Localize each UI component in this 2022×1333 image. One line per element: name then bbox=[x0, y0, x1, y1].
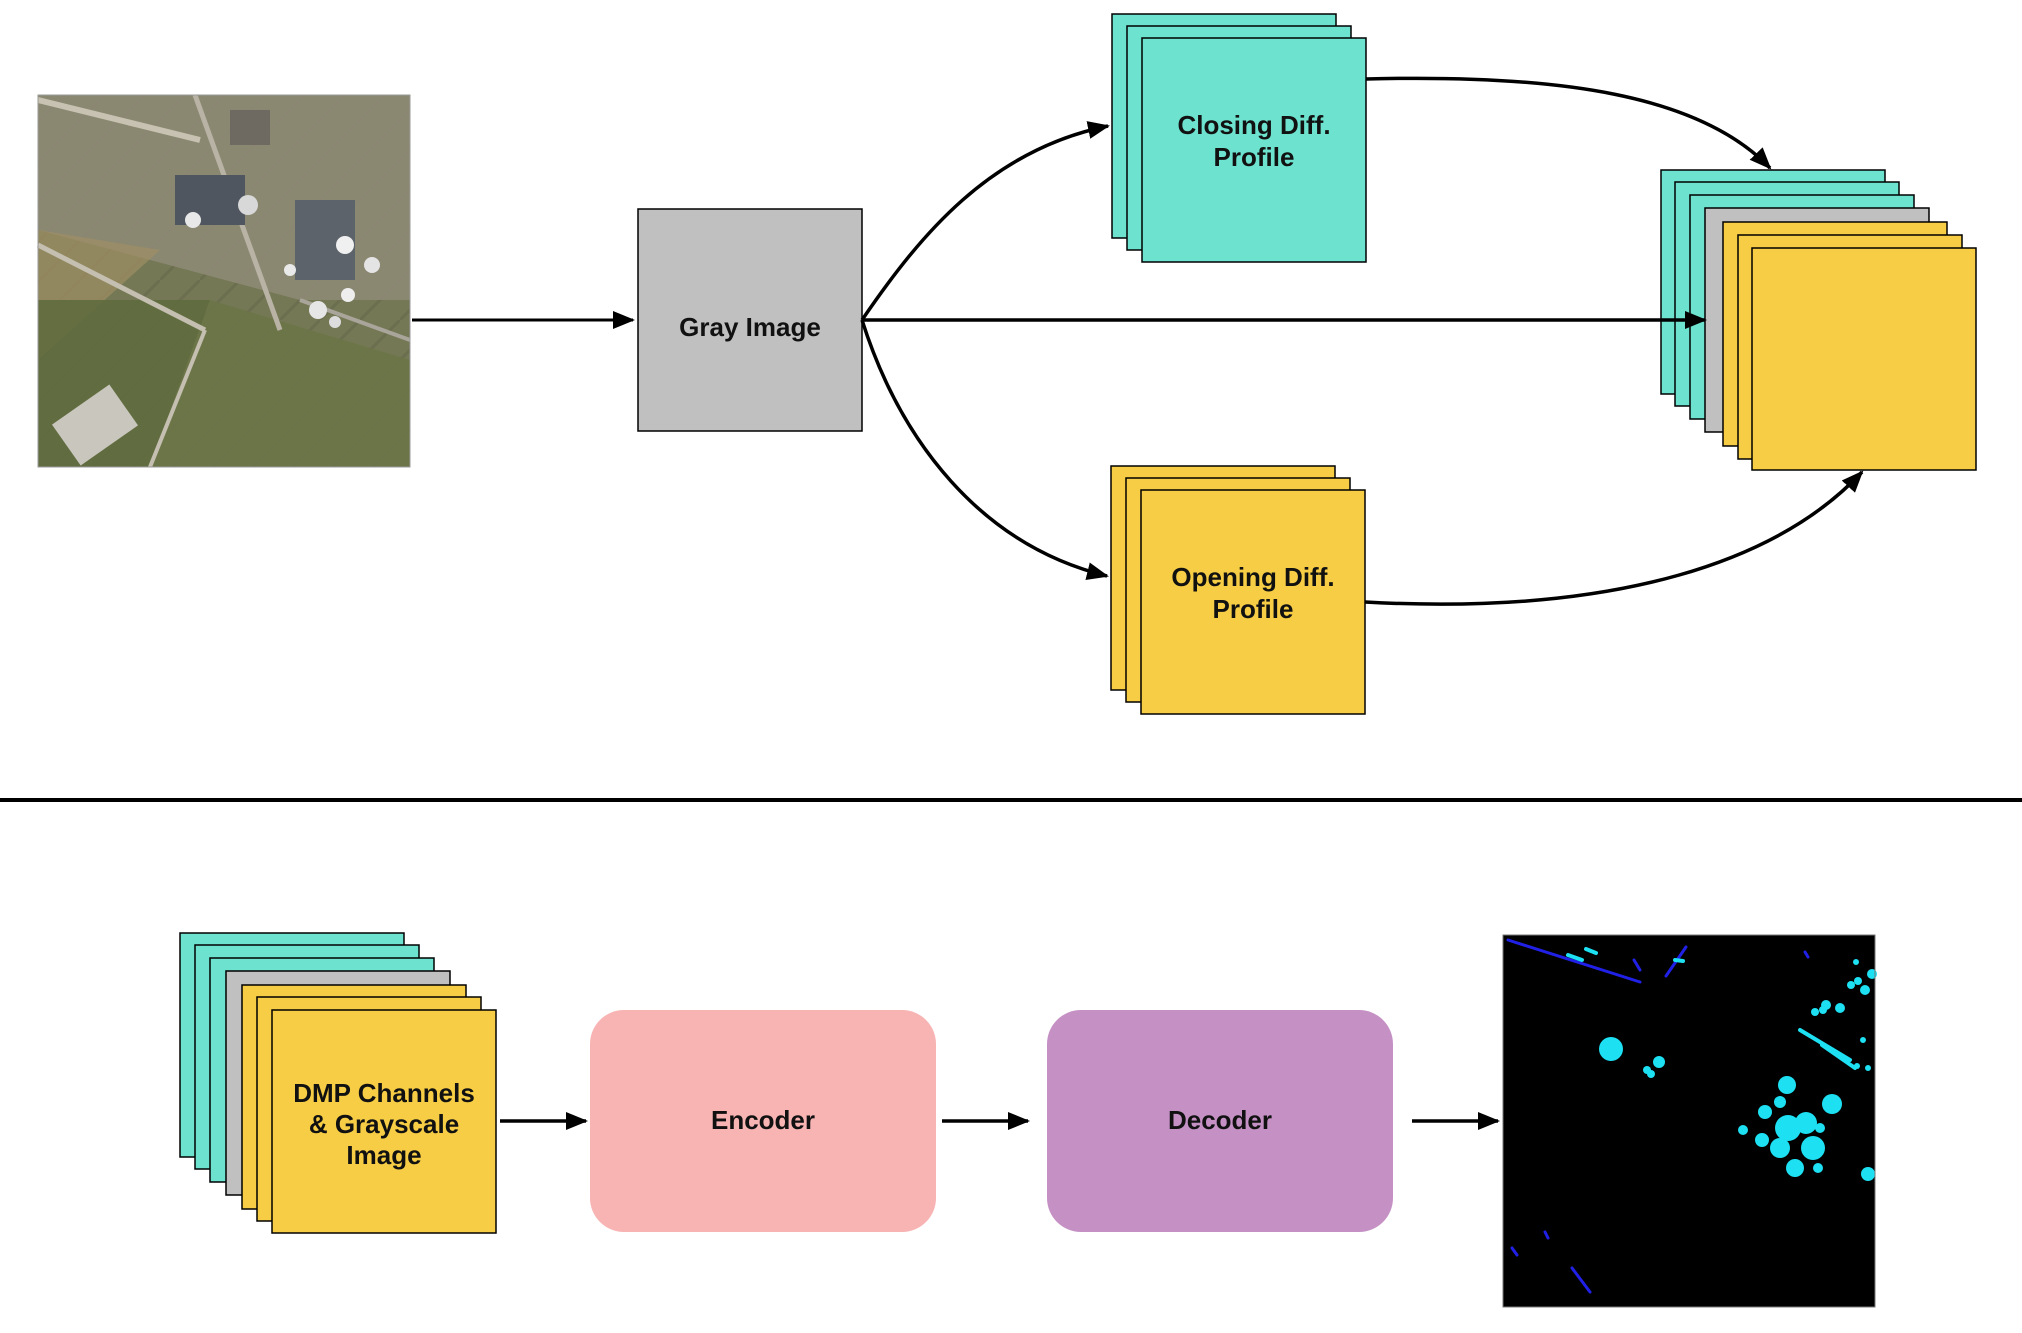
encoder-label: Encoder bbox=[711, 1105, 815, 1135]
dmp-label-line2: & Grayscale bbox=[309, 1109, 459, 1139]
satellite-image bbox=[36, 94, 411, 468]
decoder-block: Decoder bbox=[1047, 1010, 1393, 1232]
opening-diff-profile-stack: Opening Diff. Profile bbox=[1110, 465, 1366, 715]
arrow-gray-to-opening bbox=[860, 319, 1109, 580]
dmp-label-line1: DMP Channels bbox=[293, 1078, 475, 1108]
opening-profile-label-line2: Profile bbox=[1213, 594, 1294, 624]
opening-profile-label-line1: Opening Diff. bbox=[1171, 562, 1334, 592]
arrow-gray-to-closing bbox=[860, 121, 1110, 321]
closing-diff-profile-stack: Closing Diff. Profile bbox=[1111, 13, 1367, 263]
segmentation-mask bbox=[1502, 934, 1877, 1308]
dmp-label-line3: Image bbox=[346, 1140, 421, 1170]
gray-image-box: Gray Image bbox=[637, 208, 863, 432]
arrow-closing-to-stack bbox=[1365, 76, 1772, 170]
encoder-block: Encoder bbox=[590, 1010, 936, 1232]
stacked-output-channels bbox=[1660, 169, 1977, 471]
dmp-input-stack: DMP Channels & Grayscale Image bbox=[179, 932, 497, 1234]
closing-profile-label-line2: Profile bbox=[1214, 142, 1295, 172]
closing-profile-label-line1: Closing Diff. bbox=[1177, 110, 1330, 140]
arrow-opening-to-stack bbox=[1364, 470, 1864, 606]
decoder-label: Decoder bbox=[1168, 1105, 1272, 1135]
gray-image-label: Gray Image bbox=[679, 312, 821, 342]
